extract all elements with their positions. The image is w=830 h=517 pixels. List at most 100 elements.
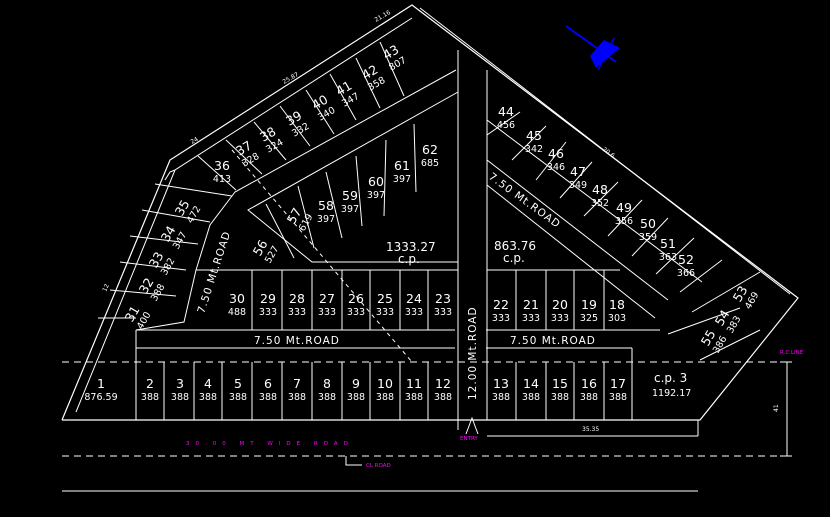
plot-area: 333 [288, 307, 306, 318]
plot-number: 59 [342, 188, 358, 203]
common-plot-labels: 1333.27 c.p. 863.76 c.p. c.p. 3 1192.17 [386, 239, 691, 399]
cp1-area: 1333.27 [386, 240, 436, 254]
bottom-row-dividers [135, 348, 633, 420]
plot-area: 388 [580, 392, 598, 403]
plot-area: 876.59 [84, 392, 117, 403]
plot-area: 397 [367, 190, 385, 201]
plot-number: 21 [523, 297, 539, 312]
plot-area: 488 [228, 307, 246, 318]
cp2-area: 863.76 [494, 239, 536, 253]
plot-number: 56 [250, 237, 271, 258]
plot-area: 349 [569, 180, 587, 191]
plot-number: 41 [333, 78, 354, 99]
plot-number: 16 [581, 376, 597, 391]
plot-area: 388 [171, 392, 189, 403]
road-center-label: 12.00 Mt.ROAD [467, 306, 479, 400]
plot-area: 397 [393, 174, 411, 185]
plot-area: 388 [376, 392, 394, 403]
plot-number: 42 [359, 62, 380, 83]
plot-area: 388 [551, 392, 569, 403]
middle-row-dividers [196, 269, 620, 330]
plot-number: 51 [660, 236, 676, 251]
ic-line-label: R.C.LINE [780, 350, 804, 356]
plot-area: 346 [547, 162, 565, 173]
plot-area: 356 [615, 216, 633, 227]
plot-number: 13 [493, 376, 509, 391]
plot-number: 31 [122, 303, 143, 324]
plot-number: 18 [609, 297, 625, 312]
plot-number: 58 [318, 198, 334, 213]
plot-area: 342 [525, 144, 543, 155]
plot-number: 12 [435, 376, 451, 391]
plot-area: 388 [609, 392, 627, 403]
plot-number: 11 [406, 376, 422, 391]
plot-number: 40 [309, 92, 330, 113]
entry-label: ENTRY [460, 436, 478, 442]
plot-area: 303 [608, 313, 626, 324]
cp3-label: c.p. 3 [654, 371, 687, 385]
plot-number: 8 [323, 376, 331, 391]
plot-number: 19 [581, 297, 597, 312]
plot-number: 61 [394, 158, 410, 173]
plot-number: 9 [352, 376, 360, 391]
plot-number: 3 [176, 376, 184, 391]
plot-area: 413 [213, 174, 231, 185]
plot-area: 388 [229, 392, 247, 403]
dim-top-mid: 25.87 [282, 71, 301, 86]
plot-area: 333 [405, 307, 423, 318]
wide-road [62, 361, 785, 492]
plot-number: 23 [435, 291, 451, 306]
road-left-label: 7.50 Mt.ROAD [254, 335, 340, 347]
dim-bottom: 35.35 [582, 426, 599, 433]
plot-area: 397 [341, 204, 359, 215]
plot-number: 15 [552, 376, 568, 391]
plot-number: 32 [136, 275, 157, 296]
plot-area: 685 [421, 158, 439, 169]
plot-number: 44 [498, 104, 514, 119]
plot-area: 388 [288, 392, 306, 403]
plot-number: 4 [204, 376, 212, 391]
plot-number: 49 [616, 200, 632, 215]
plot-labels: 1876.59238833884388538863887388838893881… [84, 42, 762, 403]
survey-line [231, 149, 413, 363]
plot-area: 333 [492, 313, 510, 324]
plot-area: 333 [376, 307, 394, 318]
wide-road-label: 30.00 MT WIDE ROAD [186, 441, 354, 447]
plot-number: 54 [712, 307, 733, 328]
plot-number: 39 [283, 108, 304, 129]
road-diag-left-label: 7.50 Mt.ROAD [195, 230, 233, 315]
plot-number: 36 [214, 158, 230, 173]
